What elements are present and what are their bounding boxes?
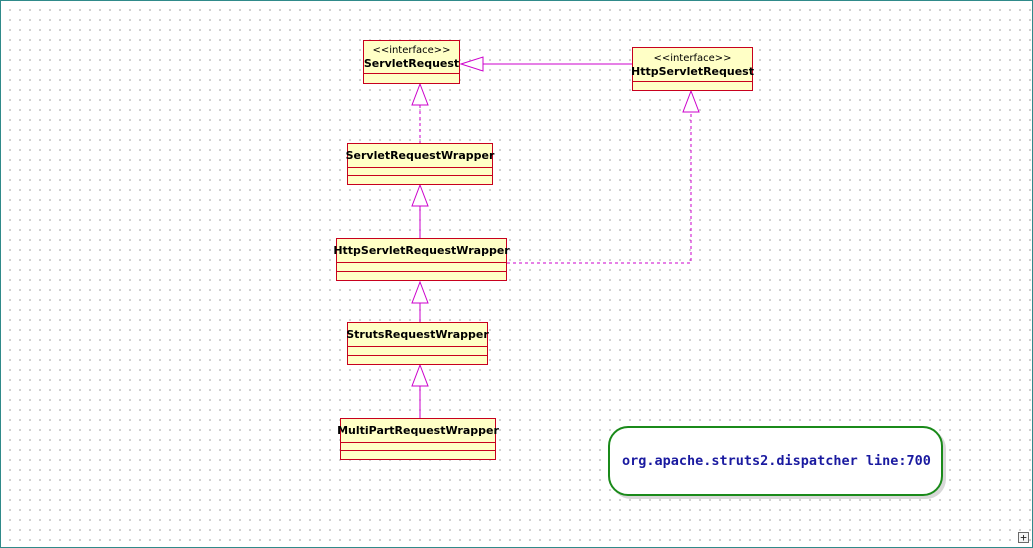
attributes-compartment	[348, 168, 492, 176]
class-header: HttpServletRequestWrapper	[333, 239, 510, 263]
generalization-arrowhead	[411, 280, 429, 304]
note-text: org.apache.struts2.dispatcher line:700	[622, 453, 931, 469]
operations-compartment	[348, 176, 492, 184]
class-header: MultiPartRequestWrapper	[337, 419, 499, 443]
class-servletrequestwrapper[interactable]: ServletRequestWrapper	[345, 143, 495, 185]
generalization-arrowhead	[411, 183, 429, 207]
stereotype-label: <<interface>>	[372, 45, 451, 56]
class-name: StrutsRequestWrapper	[346, 328, 489, 341]
realization-arrowhead	[411, 82, 429, 106]
realization-arrowhead	[682, 89, 700, 113]
attributes-compartment	[337, 263, 506, 272]
class-name: ServletRequestWrapper	[345, 149, 495, 162]
class-servletrequest[interactable]: <<interface>> ServletRequest	[363, 40, 460, 84]
class-header: <<interface>> HttpServletRequest	[631, 48, 754, 82]
operations-compartment	[348, 356, 487, 364]
class-name: HttpServletRequest	[631, 64, 754, 78]
class-multipartrequestwrapper[interactable]: MultiPartRequestWrapper	[337, 418, 499, 460]
connector-httpservletrequestwrapper-to-httpservletrequest	[507, 112, 692, 264]
class-header: ServletRequestWrapper	[345, 144, 495, 168]
operations-compartment	[337, 272, 506, 280]
class-name: HttpServletRequestWrapper	[333, 244, 510, 257]
class-header: StrutsRequestWrapper	[346, 323, 489, 347]
class-httpservletrequestwrapper[interactable]: HttpServletRequestWrapper	[333, 238, 510, 281]
class-name: ServletRequest	[363, 57, 460, 70]
attributes-compartment	[341, 443, 495, 451]
stereotype-label: <<interface>>	[653, 52, 732, 64]
operations-compartment	[341, 451, 495, 459]
plus-box-icon[interactable]: +	[1018, 532, 1029, 543]
generalization-arrowhead	[411, 363, 429, 387]
generalization-arrowhead	[459, 56, 484, 72]
class-name: MultiPartRequestWrapper	[337, 424, 499, 437]
attributes-compartment	[633, 82, 752, 91]
class-httpservletrequest[interactable]: <<interface>> HttpServletRequest	[631, 47, 754, 91]
attributes-compartment	[364, 74, 459, 83]
attributes-compartment	[348, 347, 487, 356]
class-header: <<interface>> ServletRequest	[364, 41, 459, 74]
class-strutsrequestwrapper[interactable]: StrutsRequestWrapper	[346, 322, 489, 365]
note-box[interactable]: org.apache.struts2.dispatcher line:700	[608, 426, 943, 496]
